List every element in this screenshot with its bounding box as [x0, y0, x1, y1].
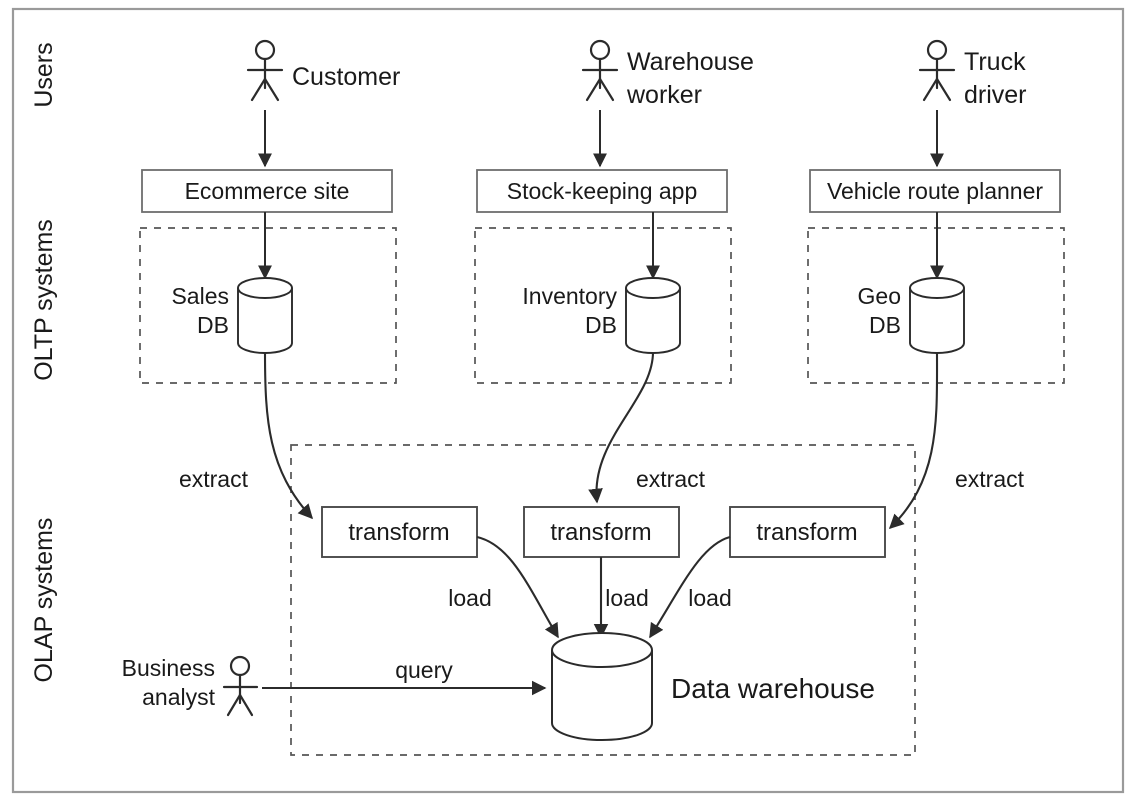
- lane-label-oltp: OLTP systems: [30, 219, 58, 381]
- edge-load-1: [476, 535, 559, 639]
- stick-figure-icon: [918, 39, 956, 102]
- db-label-inventory-line2: DB: [585, 312, 617, 338]
- db-label-sales-line2: DB: [197, 312, 229, 338]
- db-label-geo-line1: Geo: [858, 283, 901, 309]
- actor-business-analyst: Business analyst: [122, 655, 259, 717]
- db-label-inventory-line1: Inventory: [522, 283, 617, 309]
- data-warehouse-label: Data warehouse: [671, 673, 875, 704]
- database-cylinder-icon-data-warehouse[interactable]: [551, 632, 653, 741]
- actor-label-business-analyst-line2: analyst: [142, 684, 215, 710]
- edge-load-3: [649, 535, 731, 639]
- edge-extract-inventory: [588, 351, 655, 504]
- db-label-sales-line1: Sales: [171, 283, 229, 309]
- actor-customer: Customer: [246, 39, 400, 102]
- edge-label-extract-2: extract: [636, 466, 706, 492]
- oltp-group-ecommerce: [139, 227, 397, 384]
- edge-extract-sales: [263, 351, 313, 520]
- transform-box-1[interactable]: [321, 506, 478, 558]
- stick-figure-icon: [581, 39, 619, 102]
- edge-label-load-3: load: [688, 585, 731, 611]
- edge-label-extract-1: extract: [179, 466, 249, 492]
- oltp-box-ecommerce[interactable]: [141, 169, 393, 213]
- oltp-label-ecommerce: Ecommerce site: [185, 178, 350, 204]
- edge-label-extract-3: extract: [955, 466, 1025, 492]
- db-label-geo-line2: DB: [869, 312, 901, 338]
- edge-label-load-2: load: [605, 585, 648, 611]
- database-cylinder-icon-inventory-db: [625, 277, 681, 354]
- oltp-group-stock-keeping: [474, 227, 732, 384]
- transform-label-1: transform: [348, 519, 449, 546]
- actor-label-truck-driver-line1: Truck: [964, 48, 1026, 76]
- actor-truck-driver: Truck driver: [918, 39, 1027, 109]
- transform-box-2[interactable]: [523, 506, 680, 558]
- edge-extract-geo: [888, 351, 939, 530]
- actor-label-customer: Customer: [292, 63, 400, 91]
- oltp-label-vehicle-route: Vehicle route planner: [827, 178, 1043, 204]
- transform-label-3: transform: [756, 519, 857, 546]
- actor-label-warehouse-worker-line2: worker: [626, 81, 702, 109]
- transform-box-3[interactable]: [729, 506, 886, 558]
- actor-label-business-analyst-line1: Business: [122, 655, 215, 681]
- oltp-box-vehicle-route[interactable]: [809, 169, 1061, 213]
- actor-label-warehouse-worker-line1: Warehouse: [627, 48, 754, 76]
- actor-label-truck-driver-line2: driver: [964, 81, 1027, 109]
- database-cylinder-icon-geo-db: [909, 277, 965, 354]
- stick-figure-icon: [222, 655, 259, 717]
- lane-label-olap: OLAP systems: [30, 518, 58, 683]
- lane-label-users: Users: [30, 42, 58, 107]
- olap-group-container: [290, 444, 916, 756]
- database-cylinder-icon-sales-db: [237, 277, 293, 354]
- edge-label-load-1: load: [448, 585, 491, 611]
- oltp-label-stock-keeping: Stock-keeping app: [507, 178, 698, 204]
- transform-label-2: transform: [550, 519, 651, 546]
- actor-warehouse-worker: Warehouse worker: [581, 39, 754, 109]
- edge-label-query: query: [395, 657, 453, 683]
- oltp-box-stock-keeping[interactable]: [476, 169, 728, 213]
- stick-figure-icon: [246, 39, 284, 102]
